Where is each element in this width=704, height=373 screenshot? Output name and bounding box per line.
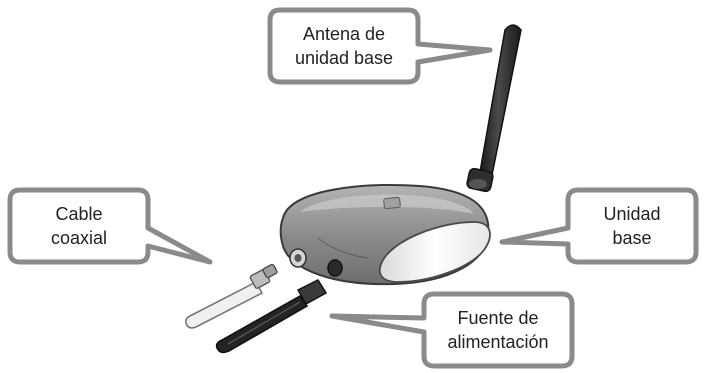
callout-base-unit-label: Unidad base bbox=[568, 202, 696, 250]
callout-antenna-label: Antena de unidad base bbox=[270, 22, 418, 70]
callout-power-label: Fuente de alimentación bbox=[424, 306, 572, 354]
callout-antenna-line1: Antena de bbox=[302, 24, 386, 44]
callout-base-unit-line2: base bbox=[612, 228, 652, 248]
callout-antenna-line2: unidad base bbox=[294, 48, 394, 68]
callout-power-line2: alimentación bbox=[447, 332, 549, 352]
callout-cable-bubble bbox=[7, 187, 213, 265]
callout-cable-line1: Cable bbox=[55, 204, 103, 224]
callout-base-unit-bubble bbox=[499, 187, 699, 265]
coaxial-cable-plug bbox=[185, 263, 278, 329]
base-unit bbox=[279, 184, 491, 286]
callout-base-unit-line1: Unidad bbox=[603, 204, 661, 224]
callout-power-line1: Fuente de bbox=[457, 308, 539, 328]
callout-antenna-bubble bbox=[267, 7, 493, 85]
callout-cable-line2: coaxial bbox=[50, 228, 108, 248]
antenna bbox=[466, 24, 522, 193]
callout-cable-label: Cable coaxial bbox=[10, 202, 148, 250]
power-supply-plug bbox=[215, 279, 328, 354]
callout-power-bubble bbox=[329, 291, 575, 369]
